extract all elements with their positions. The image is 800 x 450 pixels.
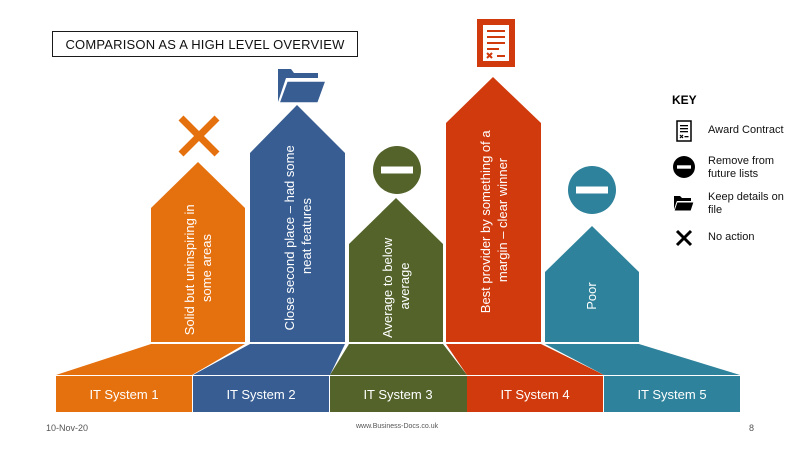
column-it-system-1: Solid but uninspiring in some areas IT S… (56, 115, 245, 412)
column-2-text-line1: Close second place – had some (282, 145, 297, 330)
footer-date: 10-Nov-20 (46, 423, 89, 433)
column-5-trapezoid (545, 344, 740, 375)
key-item-no-action: No action (672, 226, 792, 250)
svg-text:Poor: Poor (584, 282, 599, 310)
column-4-base (467, 376, 603, 412)
svg-text:Close second place – had some: Close second place – had some neat featu… (282, 142, 314, 331)
column-1-base (56, 376, 192, 412)
svg-text:Solid but uninspiring in: Solid but uninspiring in some areas (182, 201, 214, 335)
footer-website: www.Business-Docs.co.uk (356, 423, 439, 430)
minus-circle-icon (672, 155, 696, 179)
key-title: KEY (672, 93, 697, 107)
column-it-system-3: Average to below average IT System 3 (330, 146, 467, 412)
column-4-system-label: IT System 4 (500, 387, 569, 402)
column-it-system-4: Best provider by something of a margin –… (446, 19, 604, 412)
column-3-text-line1: Average to below (380, 237, 395, 338)
key-label-no-action: No action (708, 231, 755, 243)
column-4-icon (477, 19, 515, 67)
svg-text:Average to below average: Average to below average (380, 234, 412, 338)
column-4-trapezoid (446, 344, 604, 375)
column-3-arrow (349, 198, 443, 342)
column-2-icon (277, 69, 328, 104)
column-4-text-line2: margin – clear winner (495, 157, 510, 282)
column-2-arrow (250, 105, 345, 342)
footer-page-number: 8 (749, 423, 755, 433)
column-5-system-label: IT System 5 (637, 387, 706, 402)
cross-icon (672, 226, 696, 250)
column-3-system-label: IT System 3 (363, 387, 432, 402)
column-1-trapezoid (56, 344, 245, 375)
column-5-arrow (545, 226, 639, 342)
key-item-keep-details: Keep details on file (672, 191, 792, 217)
key-label-award-contract: Award Contract (708, 124, 784, 136)
column-2-base (193, 376, 329, 412)
column-5-text-line1: Poor (584, 282, 599, 310)
column-1-arrow (151, 162, 245, 342)
column-it-system-2: Close second place – had some neat featu… (193, 69, 345, 412)
key-item-award-contract: Award Contract (672, 119, 792, 143)
column-5-base (604, 376, 740, 412)
folder-icon (672, 191, 696, 215)
column-1-text-line2: some areas (199, 234, 214, 302)
contract-icon (672, 119, 696, 143)
column-4-text-line1: Best provider by something of a (478, 130, 493, 314)
column-3-text-line2: average (397, 263, 412, 310)
column-it-system-5: Poor IT System 5 (545, 166, 740, 412)
column-1-text-line1: Solid but uninspiring in (182, 204, 197, 335)
slide-title: COMPARISON AS A HIGH LEVEL OVERVIEW (52, 31, 358, 57)
column-4-arrow (446, 77, 541, 342)
column-2-system-label: IT System 2 (226, 387, 295, 402)
column-5-icon (568, 166, 616, 214)
svg-text:Best provider by something of: Best provider by something of a margin –… (478, 127, 510, 313)
column-1-system-label: IT System 1 (89, 387, 158, 402)
column-3-icon (373, 146, 421, 194)
key-label-remove: Remove from future lists (708, 155, 775, 180)
column-1-icon (178, 115, 220, 157)
column-3-base (330, 376, 467, 412)
key-label-keep-details: Keep details on file (708, 191, 784, 216)
column-3-trapezoid (330, 344, 467, 375)
column-2-trapezoid (193, 344, 345, 375)
column-2-text-line2: neat features (299, 198, 314, 274)
key-item-remove: Remove from future lists (672, 155, 792, 181)
